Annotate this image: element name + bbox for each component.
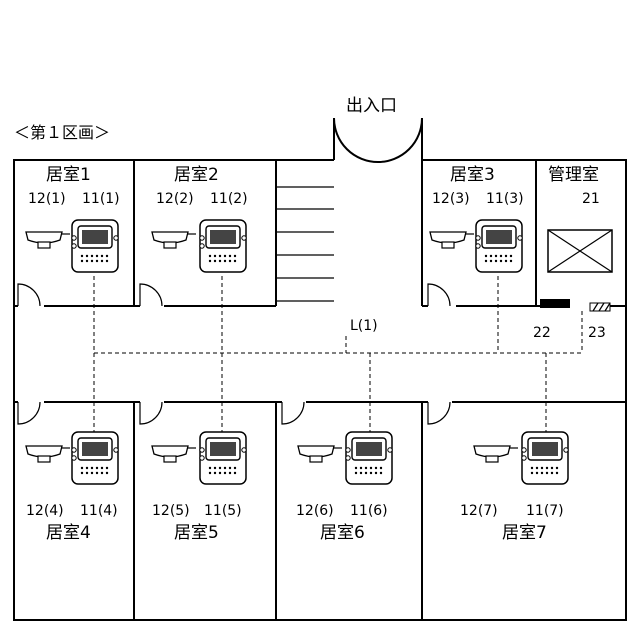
equipment-21-label: 21 [582, 191, 600, 207]
upper-doors [18, 284, 450, 306]
management-room-name: 管理室 [548, 165, 599, 185]
room-1-phone-label: 12(1) [28, 191, 66, 207]
room-6-name: 居室6 [320, 523, 365, 543]
line-l1-label: L(1) [350, 318, 378, 334]
room-2-phone-label: 12(2) [156, 191, 194, 207]
entrance-doors [334, 118, 422, 162]
room-5-phone-device [152, 446, 196, 462]
room-1-name: 居室1 [46, 165, 91, 185]
stairs [276, 160, 334, 306]
room-3-name: 居室3 [450, 165, 495, 185]
room-1-intercom-device [72, 220, 118, 272]
room-4-name: 居室4 [46, 523, 91, 543]
room-6-intercom-device [346, 432, 392, 484]
room-2-phone-device [152, 232, 196, 248]
room-1-phone-device [26, 232, 70, 248]
room-4-intercom-label: 11(4) [80, 503, 118, 519]
line-l1 [94, 276, 582, 432]
device-23 [590, 303, 610, 311]
device-22-label: 22 [533, 325, 551, 341]
room-2-intercom-label: 11(2) [210, 191, 248, 207]
room-6-phone-device [298, 446, 342, 462]
lower-doors [18, 402, 450, 424]
room-5-intercom-label: 11(5) [204, 503, 242, 519]
room-5-intercom-device [200, 432, 246, 484]
room-4-intercom-device [72, 432, 118, 484]
room-7-phone-device [474, 446, 518, 462]
room-7-phone-label: 12(7) [460, 503, 498, 519]
room-2-intercom-device [200, 220, 246, 272]
room-4-phone-device [26, 446, 70, 462]
room-4-phone-label: 12(4) [26, 503, 64, 519]
equipment-21 [548, 230, 612, 272]
room-6-intercom-label: 11(6) [350, 503, 388, 519]
room-6-phone-label: 12(6) [296, 503, 334, 519]
room-7-intercom-device [522, 432, 568, 484]
room-7-name: 居室7 [502, 523, 547, 543]
room-3-phone-device [430, 232, 474, 248]
room-5-phone-label: 12(5) [152, 503, 190, 519]
room-2-name: 居室2 [174, 165, 219, 185]
device-23-label: 23 [588, 325, 606, 341]
room-3-phone-label: 12(3) [432, 191, 470, 207]
room-3-intercom-label: 11(3) [486, 191, 524, 207]
room-3-intercom-device [476, 220, 522, 272]
room-5-name: 居室5 [174, 523, 219, 543]
section-title: ＜第１区画＞ [14, 123, 110, 142]
entrance-label: 出入口 [346, 96, 397, 116]
device-22 [540, 299, 570, 308]
room-7-intercom-label: 11(7) [526, 503, 564, 519]
room-1-intercom-label: 11(1) [82, 191, 120, 207]
